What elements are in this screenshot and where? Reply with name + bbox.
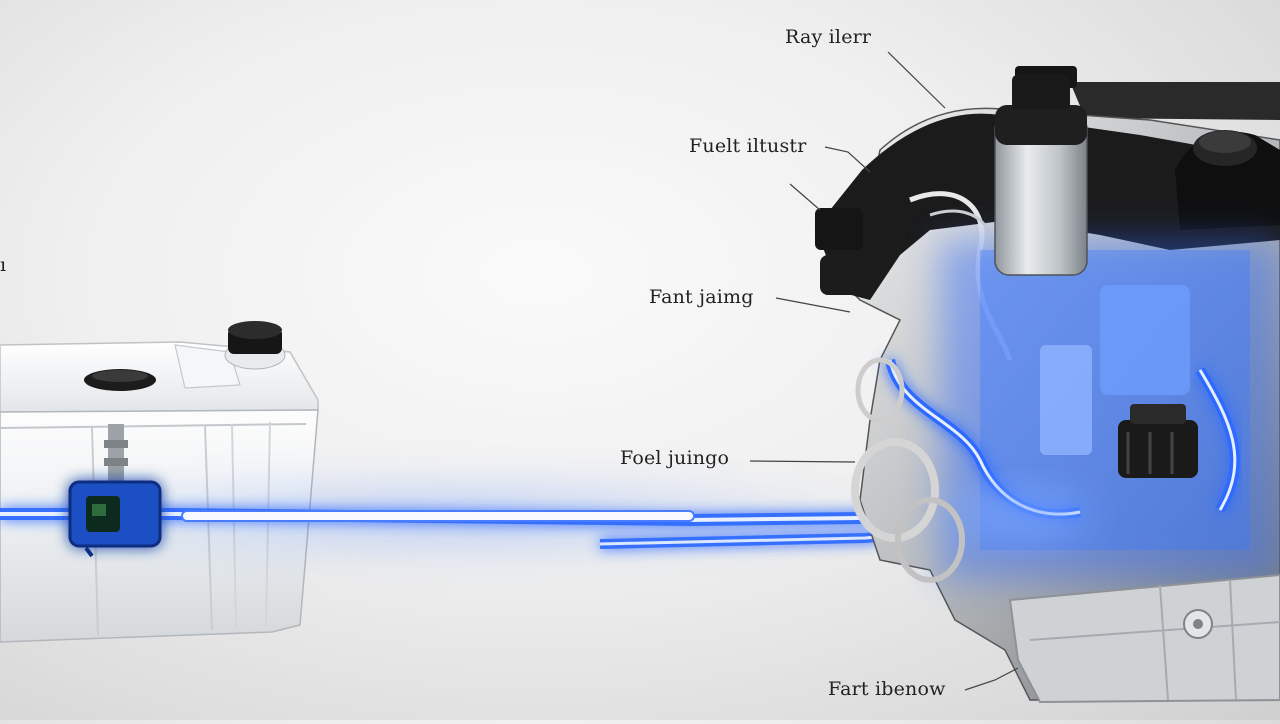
label-oil-pan: Fart ibenow xyxy=(828,678,946,700)
leader-fuel-filter-2 xyxy=(789,183,821,211)
label-fuel-line: Foel juingo xyxy=(620,447,730,469)
leader-radiator xyxy=(887,51,946,109)
label-radiator: Ray ilerr xyxy=(785,26,872,48)
leader-oil-pan xyxy=(964,667,1019,691)
oil-pan xyxy=(1008,573,1280,704)
fuel-pump-icon xyxy=(68,480,162,558)
engine xyxy=(815,66,1280,704)
sensor-cap-icon xyxy=(1118,404,1198,478)
leader-lines xyxy=(749,51,1019,691)
leader-fuel-pump xyxy=(775,297,851,313)
filter-canister-icon xyxy=(994,75,1088,276)
cap-icon xyxy=(224,321,286,370)
gasket-icon xyxy=(84,369,156,391)
label-fuel-filter: Fuelt iltustr xyxy=(689,135,807,157)
leader-fuel-filter xyxy=(824,146,871,173)
label-left-edge: ı xyxy=(0,254,7,276)
leader-fuel-line xyxy=(749,460,856,463)
label-fuel-pump: Fant jaimg xyxy=(649,286,754,308)
